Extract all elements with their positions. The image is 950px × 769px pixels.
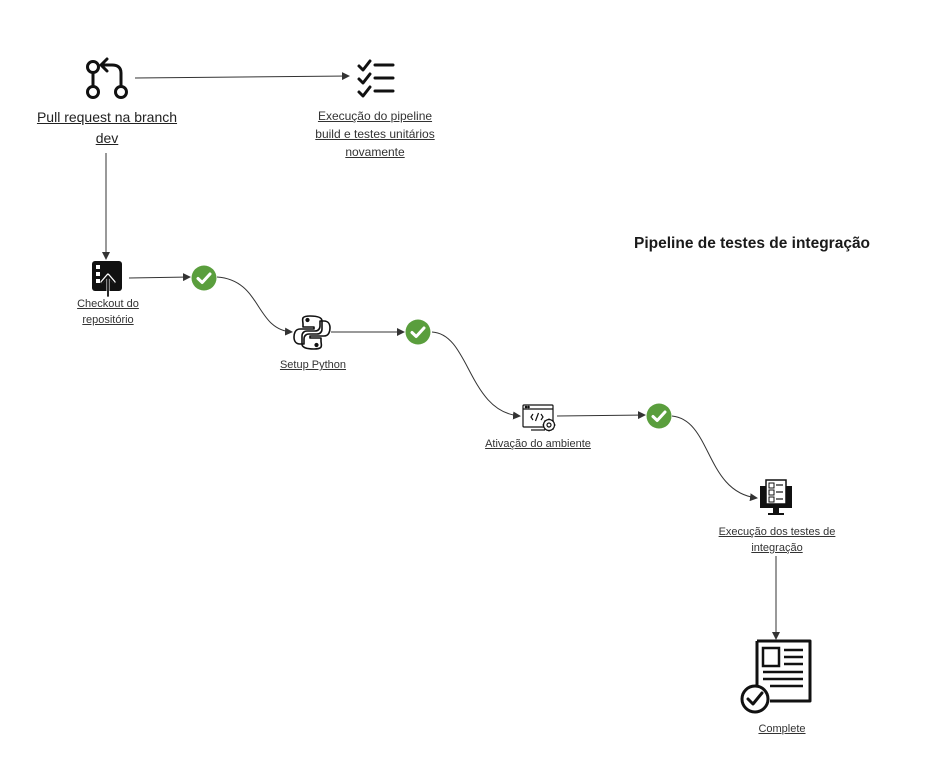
code-window-gear-icon (522, 404, 556, 432)
integration-tests-label: Execução dos testes de integração (718, 526, 836, 554)
rerun-pipeline-label: Execução do pipeline build e testes unit… (315, 109, 435, 159)
diagram-title: Pipeline de testes de integração (634, 235, 871, 252)
checklist-icon (357, 59, 395, 98)
document-check-icon (740, 639, 812, 714)
git-pull-request-icon (86, 57, 128, 99)
connectors (102, 72, 780, 640)
check-circle-icon (646, 403, 672, 429)
pull-request-label: Pull request na branch dev (36, 109, 178, 146)
check-circle-icon (405, 319, 431, 345)
report-monitor-icon (760, 479, 792, 515)
edge-env-to-check3 (556, 411, 646, 420)
python-icon (293, 315, 331, 350)
edge-check2-to-env (431, 331, 521, 420)
edge-pr-to-rerun (134, 72, 350, 81)
complete-label: Complete (758, 723, 806, 735)
edge-check1-to-python (216, 276, 293, 336)
edge-checkout-to-check1 (128, 273, 191, 282)
edge-check3-to-integration (671, 415, 758, 502)
check-circle-icon (191, 265, 217, 291)
env-activation-label: Ativação do ambiente (485, 438, 591, 450)
checkout-label: Checkout do repositório (77, 298, 139, 326)
setup-python-label: Setup Python (279, 359, 347, 371)
git-repo-icon (92, 261, 122, 297)
